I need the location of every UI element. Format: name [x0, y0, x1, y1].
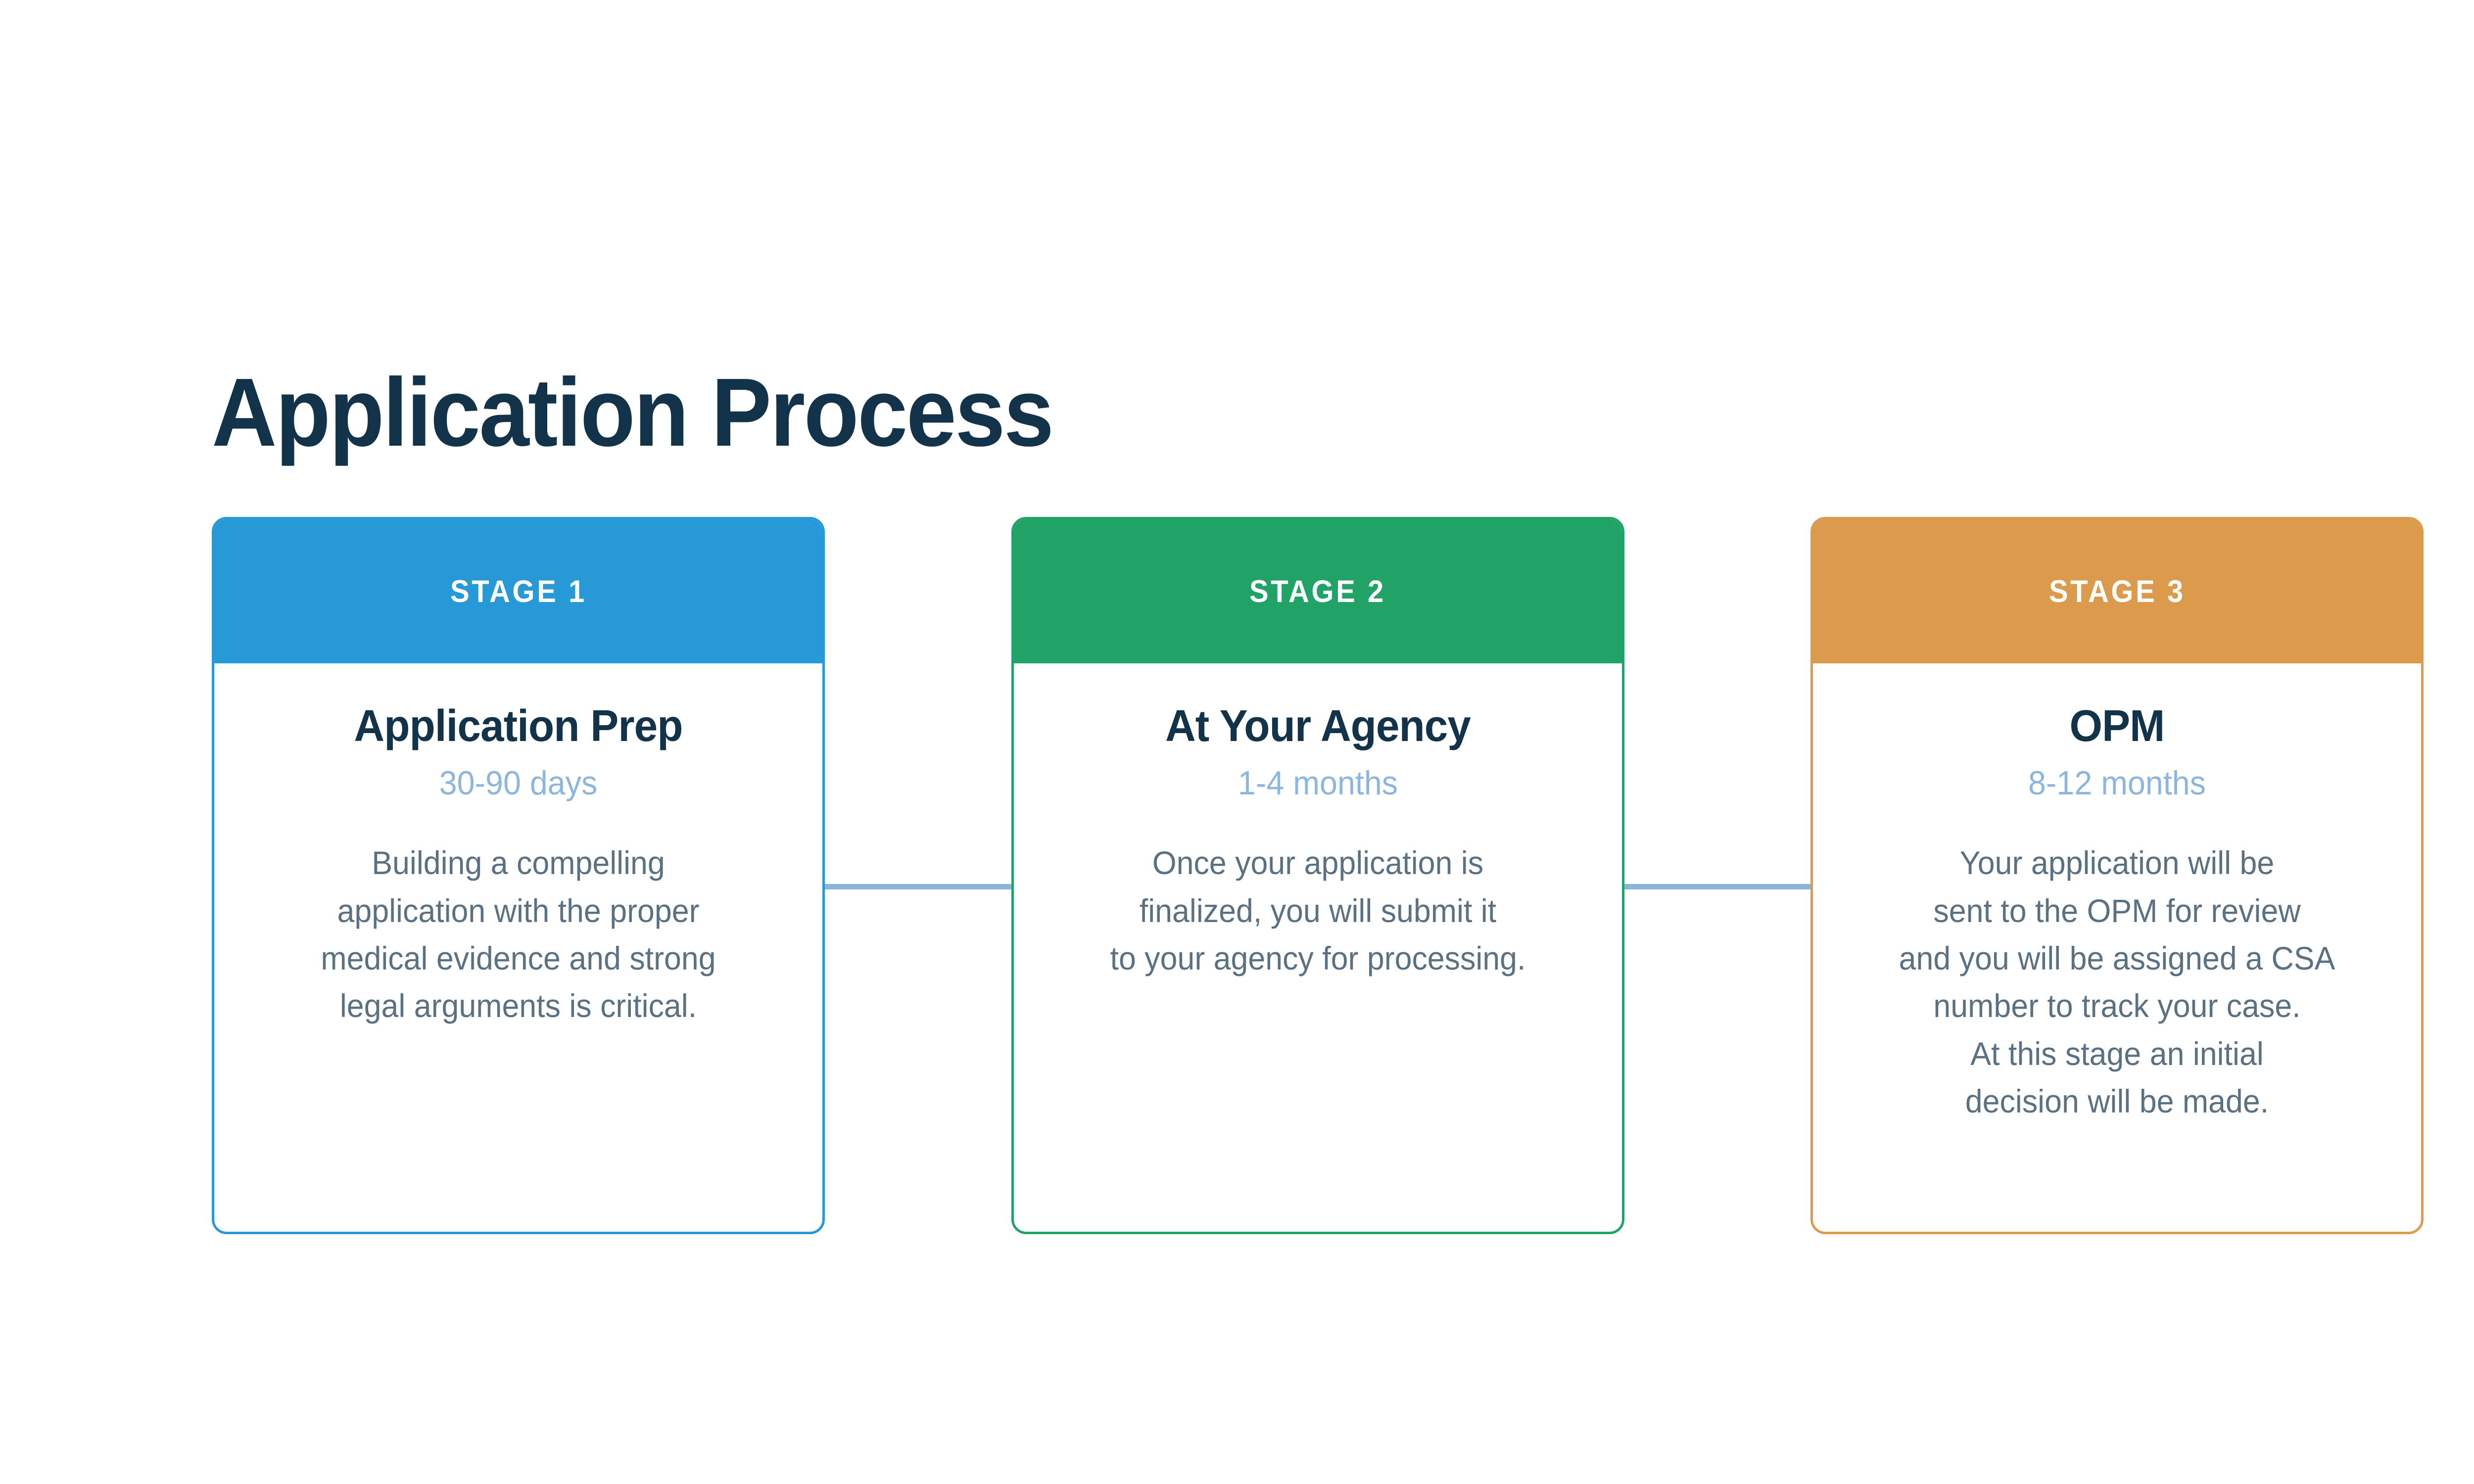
description-line: and you will be assigned a CSA [1899, 940, 2335, 977]
stage-card-2[interactable]: STAGE 2 At Your Agency 1-4 months Once y… [1011, 517, 1624, 1234]
stage-card-2-stage-label: STAGE 2 [1249, 574, 1386, 609]
description-line: Building a compelling [372, 844, 665, 881]
description-line: Once your application is [1152, 844, 1483, 881]
stage-card-1-description: Building a compelling application with t… [254, 839, 783, 1029]
description-line: finalized, you will submit it [1139, 892, 1496, 929]
stage-card-1-duration: 30-90 days [439, 764, 598, 802]
connector-stage2-stage3 [1612, 884, 1812, 889]
description-line: medical evidence and strong [321, 940, 716, 977]
stage-card-3-duration: 8-12 months [2028, 764, 2206, 802]
description-line: sent to the OPM for review [1933, 892, 2301, 929]
stage-cards-row: STAGE 1 Application Prep 30-90 days Buil… [212, 517, 2424, 1234]
page-title: Application Process [212, 358, 1054, 467]
stage-card-2-duration: 1-4 months [1237, 764, 1398, 802]
stage-card-3-description: Your application will be sent to the OPM… [1853, 839, 2381, 1125]
description-line: legal arguments is critical. [339, 987, 697, 1024]
stage-card-3-heading: OPM [2069, 701, 2165, 751]
connector-stage1-stage2 [811, 884, 1011, 889]
stage-card-2-description: Once your application is finalized, you … [1053, 839, 1582, 982]
stage-card-3-stage-label: STAGE 3 [2048, 574, 2186, 609]
stage-card-3-body: OPM 8-12 months Your application will be… [1813, 663, 2421, 1232]
description-line: At this stage an initial [1970, 1035, 2264, 1072]
stage-card-2-header: STAGE 2 [1013, 519, 1622, 663]
stage-card-1-heading: Application Prep [354, 701, 683, 751]
stage-card-1-header: STAGE 1 [214, 519, 822, 663]
stage-card-1-stage-label: STAGE 1 [450, 574, 587, 609]
description-line: decision will be made. [1965, 1083, 2269, 1120]
stage-card-3[interactable]: STAGE 3 OPM 8-12 months Your application… [1810, 517, 2424, 1234]
description-line: application with the proper [337, 892, 700, 929]
stage-card-2-heading: At Your Agency [1165, 701, 1471, 751]
stage-card-1-body: Application Prep 30-90 days Building a c… [214, 663, 822, 1232]
stage-card-3-header: STAGE 3 [1813, 519, 2421, 663]
stage-card-2-body: At Your Agency 1-4 months Once your appl… [1014, 663, 1622, 1232]
stage-card-1[interactable]: STAGE 1 Application Prep 30-90 days Buil… [212, 517, 825, 1234]
description-line: Your application will be [1959, 844, 2275, 881]
description-line: number to track your case. [1933, 987, 2301, 1024]
description-line: to your agency for processing. [1110, 940, 1525, 977]
